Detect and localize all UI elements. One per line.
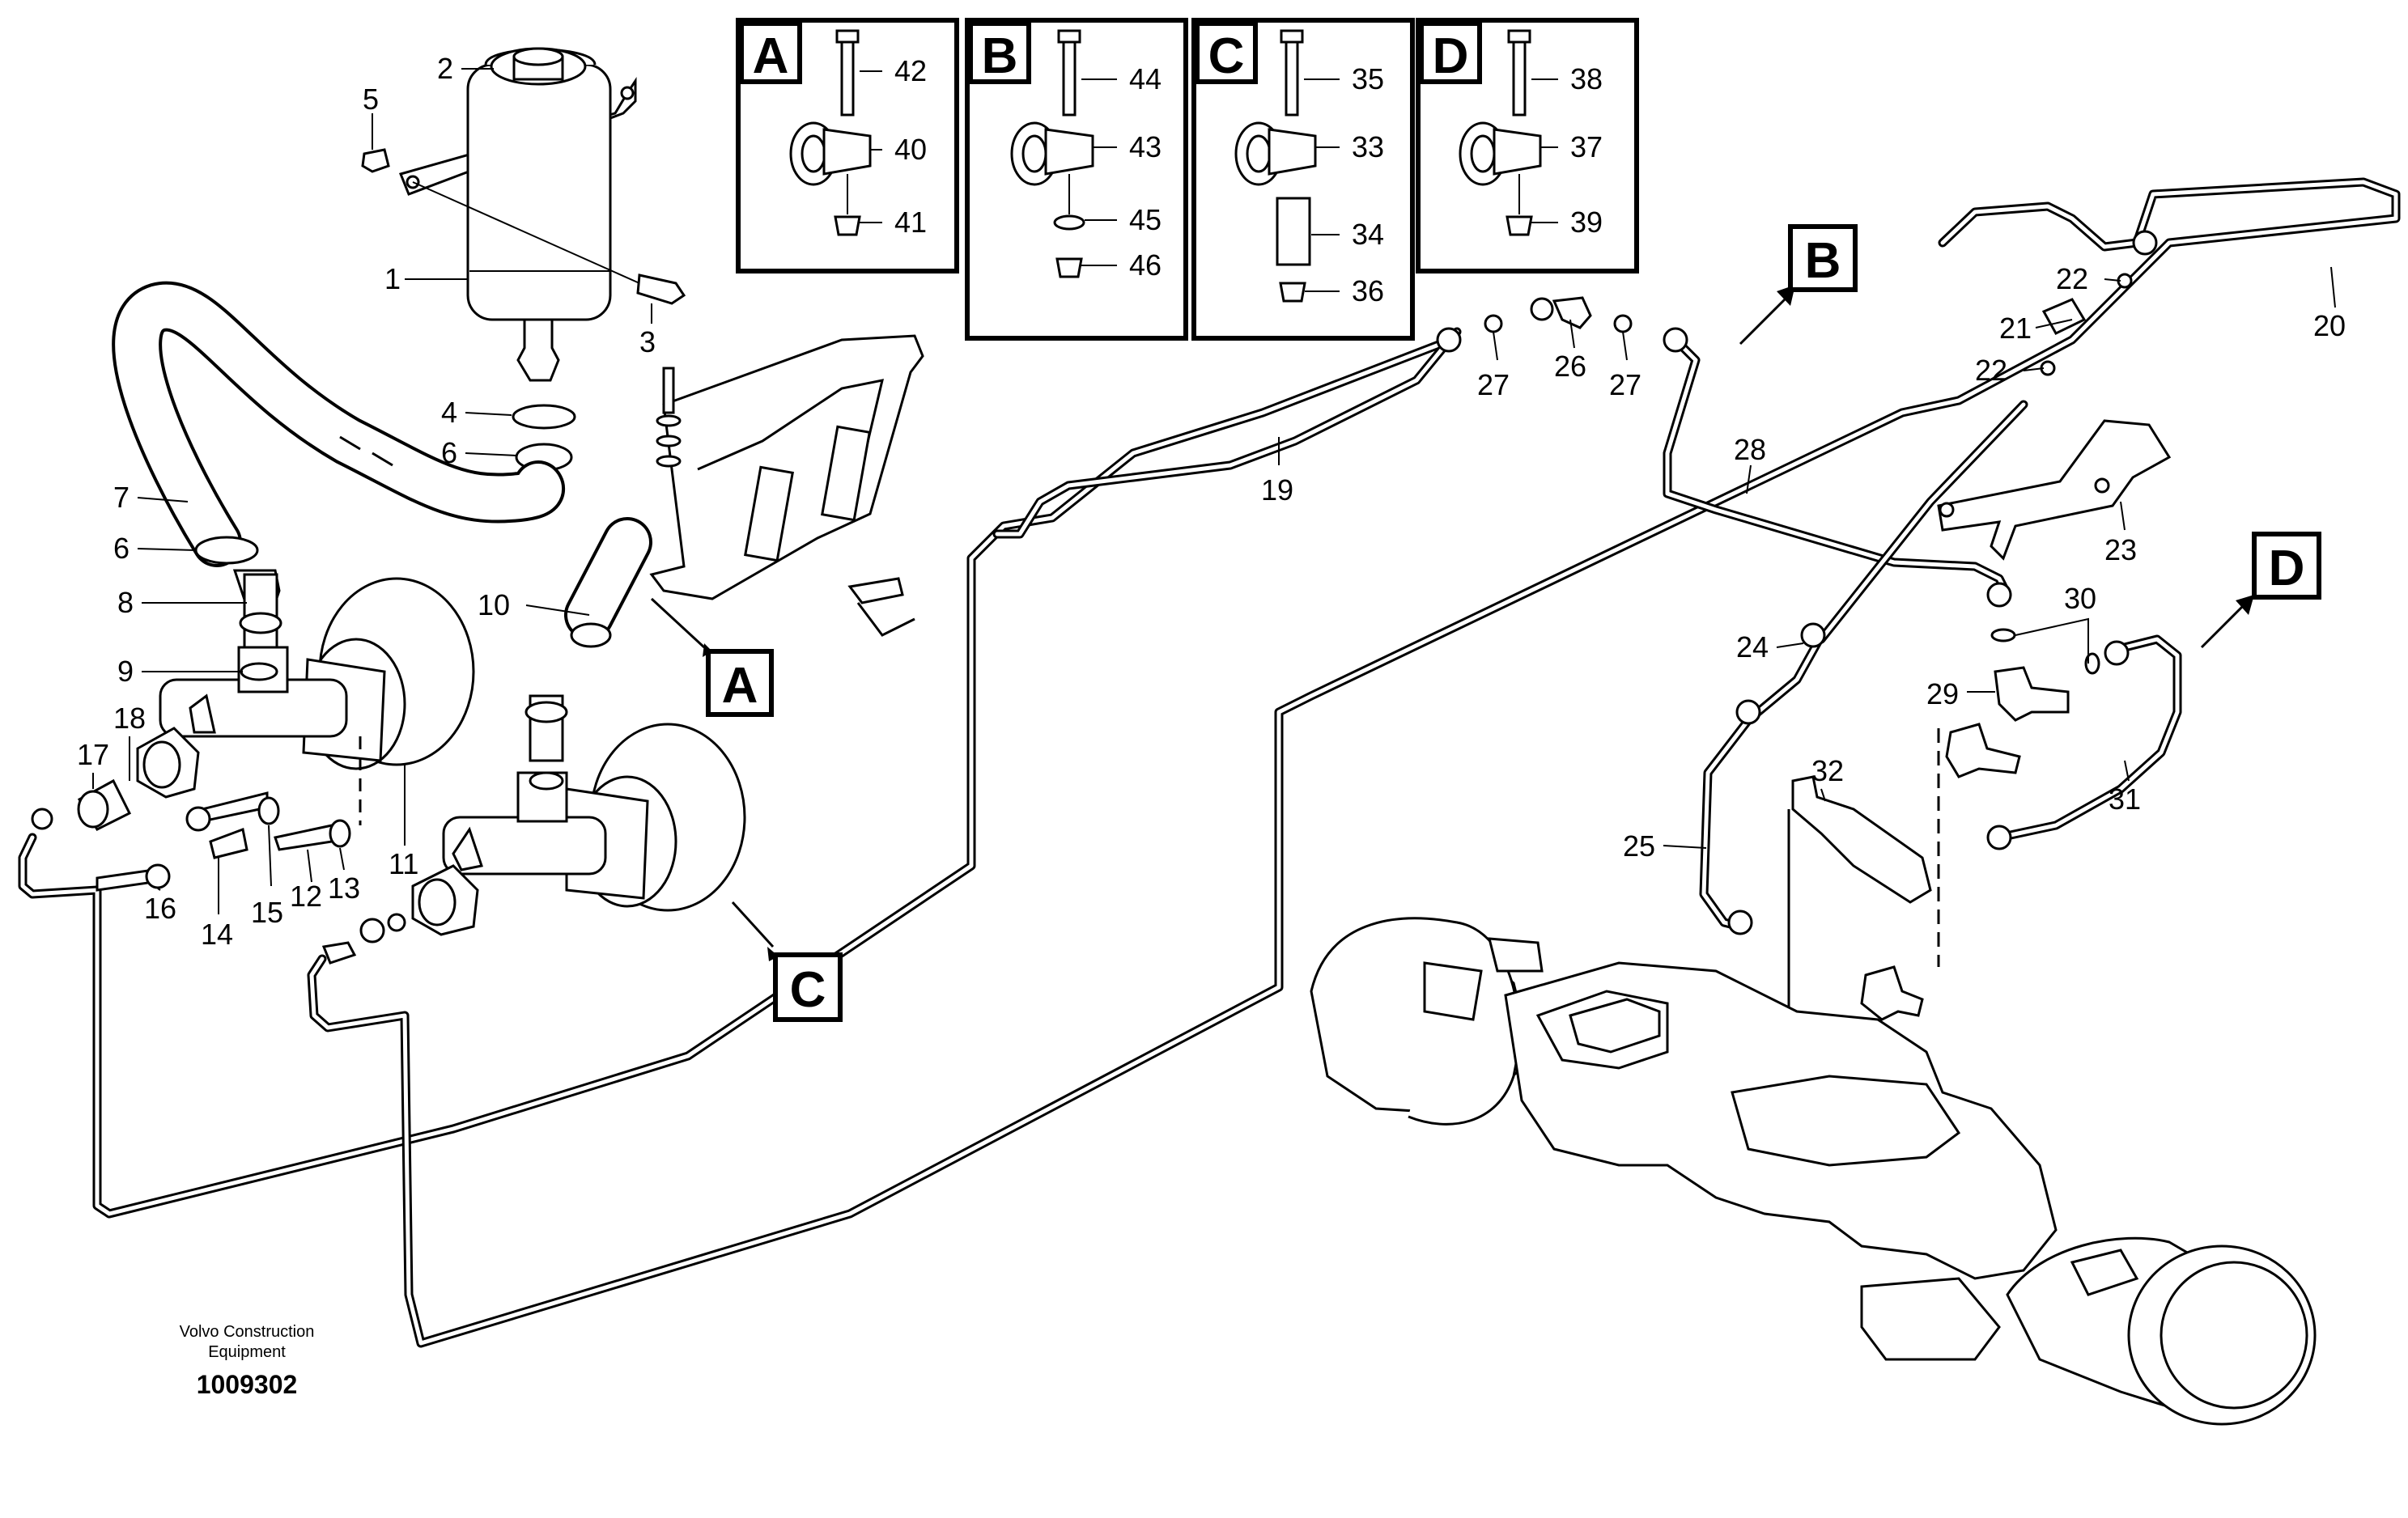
inset-c: C (1191, 18, 1415, 341)
part-label-6a: 6 (441, 436, 457, 469)
part-label-7: 7 (113, 481, 130, 514)
inset-d: D (1416, 18, 1639, 273)
part-label-29: 29 (1926, 677, 1959, 710)
part-label-16: 16 (144, 892, 176, 925)
hoses (112, 281, 652, 648)
master-cylinder-1 (136, 573, 475, 799)
part-label-21: 21 (1999, 312, 2032, 345)
part-label-27a: 27 (1477, 368, 1510, 401)
pipe-fittings (1436, 230, 2158, 1021)
part-label-27b: 27 (1609, 368, 1641, 401)
part-label-4: 5 (363, 83, 379, 116)
part-label-24: 24 (1736, 630, 1769, 664)
part-label-25: 25 (1623, 829, 1655, 863)
bracket-23 (1937, 419, 2172, 561)
part-label-19: 19 (1261, 473, 1293, 507)
inset-b-label: B (982, 28, 1018, 84)
credit-line-1: Volvo Construction (180, 1323, 315, 1341)
part-label-11: 11 (389, 847, 418, 880)
credit-line-2: Equipment (208, 1343, 286, 1361)
callout-d: D (2200, 532, 2321, 649)
part-label-44: 44 (1129, 62, 1162, 95)
hose-clamp (194, 536, 259, 565)
part-label-9: 9 (117, 655, 134, 688)
brake-lines (18, 177, 2401, 1348)
part-label-31: 31 (2109, 782, 2141, 816)
inset-b: B (965, 18, 1188, 341)
part-label-3: 3 (639, 325, 656, 358)
inset-c-label: C (1208, 28, 1245, 84)
part-label-32: 32 (1811, 754, 1844, 787)
part-label-33: 33 (1352, 130, 1384, 163)
part-label-41: 41 (894, 206, 927, 239)
part-label-38: 38 (1570, 62, 1603, 95)
callout-c: C (731, 901, 843, 1022)
part-label-37: 37 (1570, 130, 1603, 163)
inset-a: A (736, 18, 959, 273)
part-label-13: 13 (328, 871, 360, 905)
callout-a: A (650, 597, 774, 717)
inset-a-label: A (753, 28, 789, 84)
part-label-8: 8 (117, 586, 134, 619)
reservoir (361, 47, 686, 472)
part-label-35: 35 (1352, 62, 1384, 95)
part-label-39: 39 (1570, 206, 1603, 239)
small-parts (31, 736, 406, 965)
part-label-46: 46 (1129, 248, 1162, 282)
part-label-12: 12 (290, 880, 322, 913)
inset-d-label: D (1433, 28, 1469, 84)
part-label-43: 43 (1129, 130, 1162, 163)
callout-d-label: D (2269, 541, 2305, 596)
part-label-40: 40 (894, 133, 927, 166)
part-label-45: 45 (1129, 203, 1162, 236)
part-label-22a: 22 (2056, 262, 2088, 295)
master-cylinder-2 (411, 694, 746, 936)
part-labels: 2 5 1 3 4 6 7 6 8 9 10 11 12 13 14 15 16… (77, 52, 2346, 951)
part-label-5: 4 (441, 396, 457, 429)
part-label-23: 23 (2104, 533, 2137, 566)
part-label-42: 42 (894, 54, 927, 87)
callout-a-label: A (722, 658, 758, 714)
part-label-10: 10 (478, 588, 510, 621)
part-label-15: 15 (251, 896, 283, 929)
callout-b: B (1739, 224, 1858, 346)
part-label-22b: 22 (1975, 354, 2007, 387)
callout-c-label: C (790, 962, 826, 1018)
part-label-14: 14 (201, 918, 233, 951)
callout-b-label: B (1805, 233, 1841, 289)
part-label-17: 17 (77, 738, 109, 771)
part-label-2: 2 (437, 52, 453, 85)
rear-axle (1310, 917, 2317, 1426)
part-label-36: 36 (1352, 274, 1384, 307)
doc-number: 1009302 (197, 1370, 298, 1399)
part-label-28: 28 (1734, 433, 1766, 466)
reservoir-bracket (649, 334, 924, 637)
part-label-30: 30 (2064, 582, 2096, 615)
credit-block: Volvo Construction Equipment 1009302 (180, 1323, 315, 1399)
part-label-1: 1 (384, 262, 401, 295)
part-label-18: 18 (113, 702, 146, 735)
part-label-20: 20 (2313, 309, 2346, 342)
part-label-26: 26 (1554, 350, 1586, 383)
part-label-34: 34 (1352, 218, 1384, 251)
inset-part-labels: 42 40 41 44 43 45 46 35 33 34 36 38 37 3… (860, 54, 1603, 307)
part-label-6b: 6 (113, 532, 130, 565)
